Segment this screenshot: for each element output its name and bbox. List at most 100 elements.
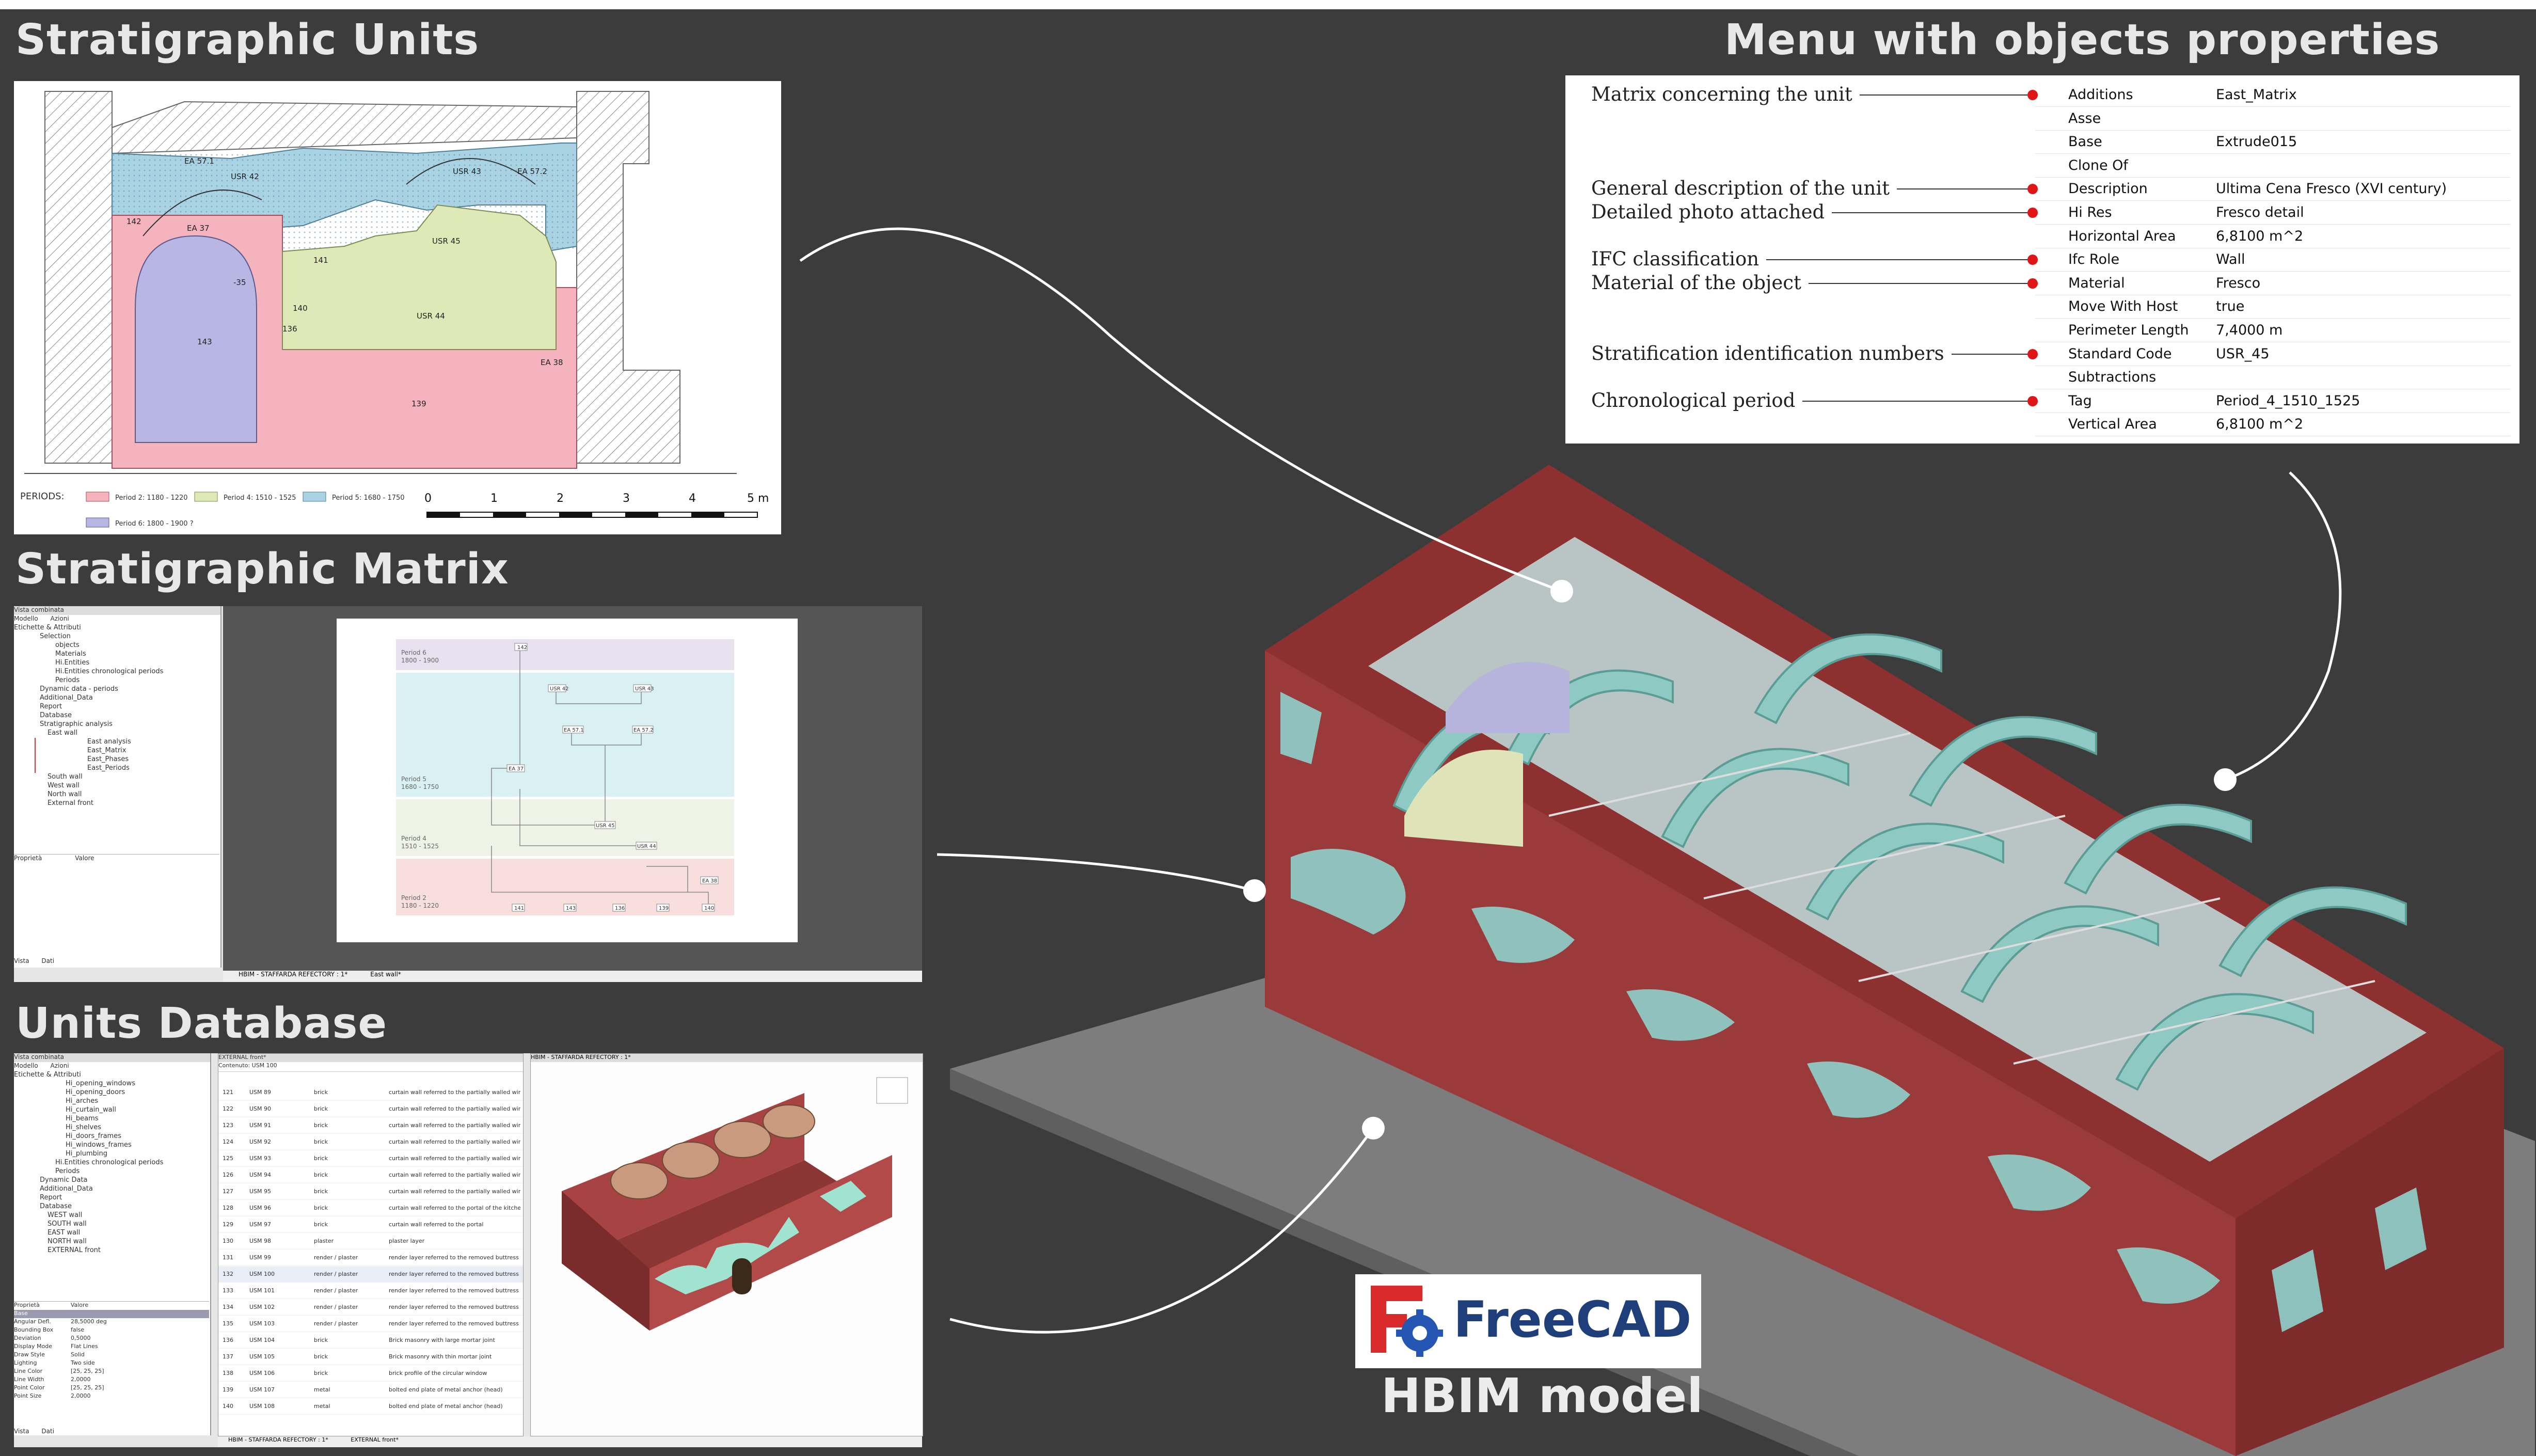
table-cell[interactable]: brick [314,1105,328,1112]
tree-item[interactable]: East wall [47,729,78,737]
table-cell[interactable]: USM 100 [249,1271,275,1277]
table-cell[interactable]: USM 103 [249,1320,275,1327]
table-cell[interactable]: render / plaster [314,1271,358,1277]
table-cell[interactable]: 129 [223,1221,233,1228]
table-cell[interactable]: 134 [223,1304,233,1310]
table-cell[interactable]: curtain wall referred to the partially w… [389,1089,520,1096]
tree-item[interactable]: Hi_windows_frames [66,1141,132,1149]
table-cell[interactable]: render / plaster [314,1287,358,1294]
sheet-tab[interactable]: EXTERNAL front* [218,1054,523,1062]
table-cell[interactable]: 127 [223,1188,233,1195]
tree-item[interactable]: External front [47,799,93,807]
table-cell[interactable]: USM 108 [249,1403,275,1410]
table-cell[interactable]: metal [314,1403,330,1410]
property-value[interactable]: 6,8100 m^2 [2216,416,2304,433]
prop-value[interactable]: [25, 25, 25] [71,1384,104,1391]
tree-item[interactable]: Hi_doors_frames [66,1132,121,1140]
tree-item[interactable]: Database [40,711,72,719]
table-cell[interactable]: brick [314,1089,328,1096]
table-cell[interactable]: USM 97 [249,1221,272,1228]
property-row[interactable]: Subtractions [2035,365,2510,390]
tree-item[interactable]: North wall [47,790,82,798]
table-cell[interactable]: render layer referred to the removed but… [389,1304,519,1310]
tree-item[interactable]: Hi.Entities [55,659,90,667]
doc-tab[interactable]: HBIM - STAFFARDA REFECTORY : 1* [239,971,348,978]
table-cell[interactable]: USM 102 [249,1304,275,1310]
tree-item[interactable]: SOUTH wall [47,1220,87,1228]
table-cell[interactable]: USM 105 [249,1353,275,1360]
tab-azioni[interactable]: Azioni [50,1062,69,1069]
property-value[interactable]: East_Matrix [2216,87,2297,103]
tree-item[interactable]: Report [40,1194,62,1201]
property-row[interactable]: Clone Of [2035,153,2510,178]
tree-item[interactable]: EAST wall [47,1229,81,1237]
table-cell[interactable]: curtain wall referred to the partially w… [389,1155,520,1162]
prop-value[interactable]: [25, 25, 25] [71,1368,104,1374]
tree-item[interactable]: Dynamic data - periods [40,685,118,693]
table-cell[interactable]: Brick masonry with large mortar joint [389,1337,495,1343]
table-cell[interactable]: 124 [223,1138,233,1145]
tree-item[interactable]: Hi_opening_doors [66,1088,125,1096]
table-cell[interactable]: 125 [223,1155,233,1162]
table-cell[interactable]: brick [314,1172,328,1178]
table-cell[interactable]: render layer referred to the removed but… [389,1320,519,1327]
tree-item[interactable]: Dynamic Data [40,1176,88,1184]
tree-item[interactable]: NORTH wall [47,1238,87,1245]
table-cell[interactable]: USM 94 [249,1172,272,1178]
table-cell[interactable]: Brick masonry with thin mortar joint [389,1353,492,1360]
table-cell[interactable]: render layer referred to the removed but… [389,1271,519,1277]
table-cell[interactable]: brick [314,1188,328,1195]
tree-item[interactable]: Report [40,703,62,710]
tab-modello[interactable]: Modello [14,615,38,622]
tree-item[interactable]: Etichette & Attributi [14,1071,81,1079]
property-value[interactable]: Fresco [2216,275,2261,291]
table-cell[interactable]: 123 [223,1122,233,1129]
table-cell[interactable]: bolted end plate of metal anchor (head) [389,1403,503,1410]
table-cell[interactable]: 121 [223,1089,233,1096]
table-cell[interactable]: render / plaster [314,1254,358,1261]
tree-item[interactable]: Etichette & Attributi [14,624,81,631]
table-cell[interactable]: curtain wall referred to the portal [389,1221,484,1228]
tree-item[interactable]: Hi_curtain_wall [66,1106,116,1114]
table-cell[interactable]: 136 [223,1337,233,1343]
prop-value[interactable]: 2,0000 [71,1376,91,1383]
tree-item[interactable]: Periods [55,1167,80,1175]
prop-value[interactable]: Flat Lines [71,1343,98,1350]
table-cell[interactable]: brick [314,1155,328,1162]
property-row[interactable]: Asse [2035,106,2510,131]
navigation-cube[interactable] [876,1077,908,1104]
table-cell[interactable]: brick profile of the circular window [389,1370,487,1376]
table-cell[interactable]: brick [314,1353,328,1360]
table-cell[interactable]: 137 [223,1353,233,1360]
table-cell[interactable]: USM 91 [249,1122,272,1129]
table-cell[interactable]: curtain wall referred to the partially w… [389,1188,520,1195]
table-cell[interactable]: USM 90 [249,1105,272,1112]
sheet-content-bar[interactable]: Contenuto: USM 100 [218,1062,523,1072]
table-cell[interactable]: USM 107 [249,1386,275,1393]
property-value[interactable]: USR_45 [2216,345,2270,362]
table-cell[interactable]: 139 [223,1386,233,1393]
tab-vista[interactable]: Vista [14,957,29,964]
tree-item[interactable]: objects [55,641,80,649]
tree-item[interactable]: Hi.Entities chronological periods [55,668,164,675]
table-cell[interactable]: brick [314,1122,328,1129]
tree-item[interactable]: Hi_shelves [66,1123,101,1131]
